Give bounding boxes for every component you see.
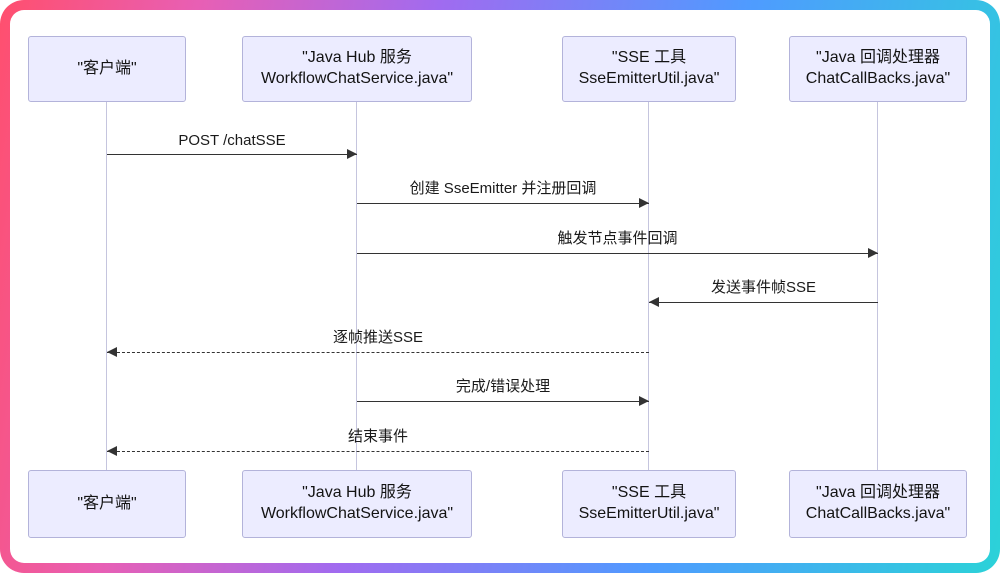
message-create-sse-emitter: 创建 SseEmitter 并注册回调 xyxy=(357,178,649,208)
arrowhead-icon xyxy=(347,149,357,159)
participant-chat-callbacks-top: "Java 回调处理器 ChatCallBacks.java" xyxy=(789,36,967,102)
message-label: 创建 SseEmitter 并注册回调 xyxy=(409,180,597,197)
arrowhead-icon xyxy=(639,198,649,208)
participant-label: "Java Hub 服务 xyxy=(302,484,412,502)
participant-chat-callbacks-bottom: "Java 回调处理器 ChatCallBacks.java" xyxy=(789,470,967,538)
message-send-event-frame-sse: 发送事件帧SSE xyxy=(649,277,878,307)
arrow-line xyxy=(107,154,357,155)
arrowhead-icon xyxy=(639,396,649,406)
message-complete-error-handling: 完成/错误处理 xyxy=(357,376,649,406)
participant-client-bottom: "客户端" xyxy=(28,470,186,538)
lifeline-client xyxy=(106,102,107,470)
arrow-line xyxy=(649,302,878,303)
participant-label: ChatCallBacks.java" xyxy=(805,505,951,522)
participant-client-top: "客户端" xyxy=(28,36,186,102)
participant-label: "客户端" xyxy=(77,59,137,77)
arrow-line xyxy=(357,203,649,204)
participant-sse-emitter-util-top: "SSE 工具 SseEmitterUtil.java" xyxy=(562,36,736,102)
participant-label: ChatCallBacks.java" xyxy=(805,70,951,87)
message-push-sse-frames: 逐帧推送SSE xyxy=(107,327,649,357)
arrow-line xyxy=(107,352,649,353)
participant-label: WorkflowChatService.java" xyxy=(260,70,454,87)
message-trigger-node-callback: 触发节点事件回调 xyxy=(357,228,878,258)
participant-workflow-chat-service-bottom: "Java Hub 服务 WorkflowChatService.java" xyxy=(242,470,472,538)
participant-label: "SSE 工具 xyxy=(611,49,687,67)
message-label: 逐帧推送SSE xyxy=(332,329,423,346)
participant-sse-emitter-util-bottom: "SSE 工具 SseEmitterUtil.java" xyxy=(562,470,736,538)
lifeline-sse-emitter-util xyxy=(648,102,649,470)
participant-label: SseEmitterUtil.java" xyxy=(578,70,720,87)
participant-label: SseEmitterUtil.java" xyxy=(578,505,720,522)
participant-label: "Java 回调处理器 xyxy=(816,49,940,67)
participant-label: "SSE 工具 xyxy=(611,484,687,502)
message-end-event: 结束事件 xyxy=(107,426,649,456)
arrow-line xyxy=(357,253,878,254)
sequence-diagram: "客户端" "Java Hub 服务 WorkflowChatService.j… xyxy=(10,10,990,563)
arrowhead-icon xyxy=(107,347,117,357)
participant-label: WorkflowChatService.java" xyxy=(260,505,454,522)
message-label: 触发节点事件回调 xyxy=(557,230,678,247)
message-label: POST /chatSSE xyxy=(178,132,286,149)
lifeline-workflow-chat-service xyxy=(356,102,357,470)
lifeline-chat-callbacks xyxy=(877,102,878,470)
arrowhead-icon xyxy=(649,297,659,307)
participant-label: "客户端" xyxy=(77,494,137,512)
participant-label: "Java Hub 服务 xyxy=(302,49,412,67)
arrowhead-icon xyxy=(107,446,117,456)
arrowhead-icon xyxy=(868,248,878,258)
message-label: 发送事件帧SSE xyxy=(710,279,816,296)
arrow-line xyxy=(107,451,649,452)
message-post-chatsse: POST /chatSSE xyxy=(107,129,357,159)
message-label: 完成/错误处理 xyxy=(455,378,551,395)
participant-workflow-chat-service-top: "Java Hub 服务 WorkflowChatService.java" xyxy=(242,36,472,102)
arrow-line xyxy=(357,401,649,402)
participant-label: "Java 回调处理器 xyxy=(816,484,940,502)
message-label: 结束事件 xyxy=(347,428,408,445)
